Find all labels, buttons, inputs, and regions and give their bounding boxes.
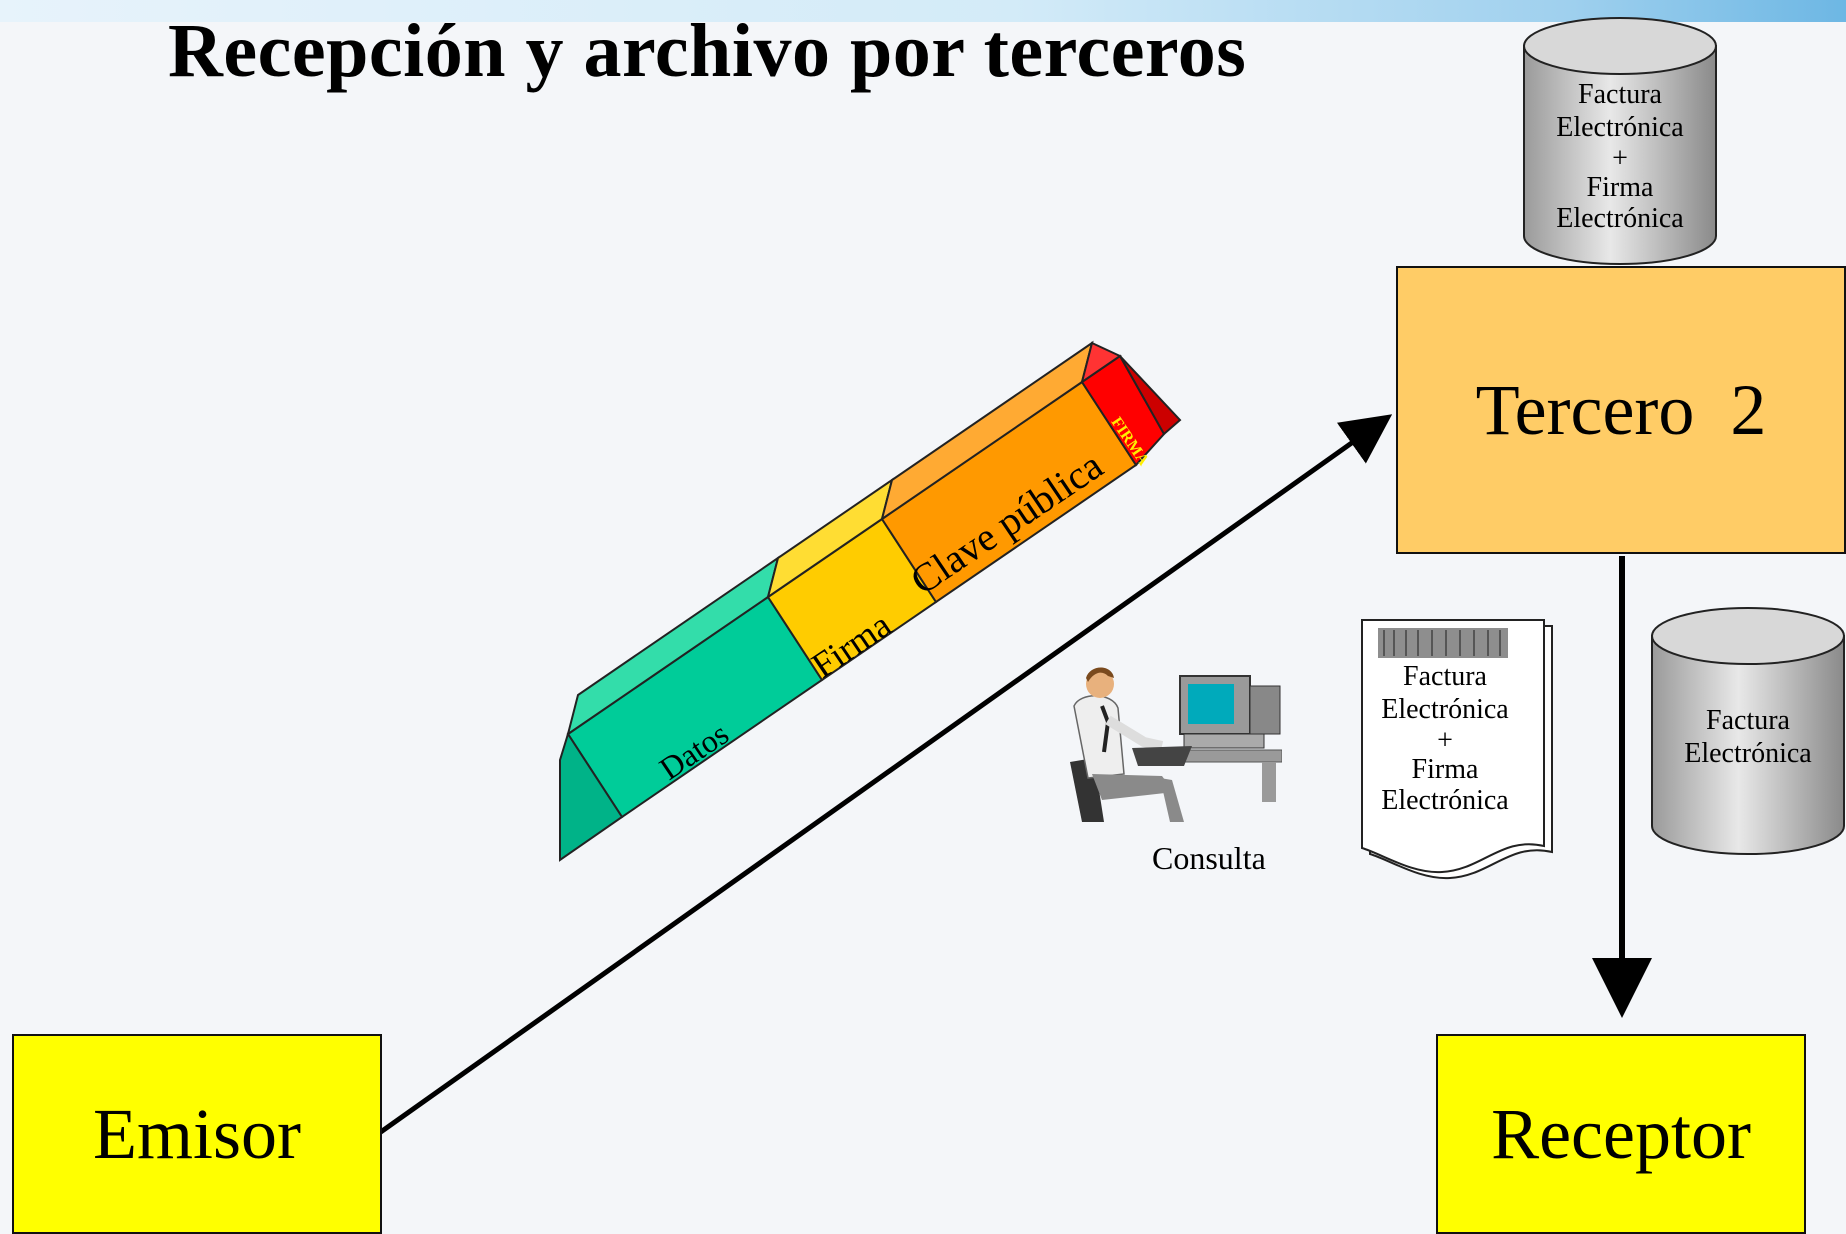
document-line3: + xyxy=(1437,725,1453,756)
document-line5: Electrónica xyxy=(1381,785,1509,816)
database-cylinder-icon: Factura Electrónica xyxy=(1648,600,1846,860)
document-line1: Factura xyxy=(1403,661,1487,692)
cylinder-top-line1: Factura xyxy=(1578,79,1662,110)
receptor-label: Receptor xyxy=(1491,1093,1751,1174)
cylinder-top-line2: Electrónica xyxy=(1556,112,1684,143)
cylinder-top-line3: + xyxy=(1612,143,1628,174)
emisor-label: Emisor xyxy=(93,1093,301,1174)
tercero-2-box[interactable]: Tercero 2 xyxy=(1396,266,1846,554)
cylinder-top-line4: Firma xyxy=(1586,172,1654,203)
emisor-box[interactable]: Emisor xyxy=(12,1034,382,1234)
datos-left-face xyxy=(559,731,624,862)
document-line2: Electrónica xyxy=(1381,694,1509,725)
receptor-box[interactable]: Receptor xyxy=(1436,1034,1806,1234)
tercero-2-label: Tercero 2 xyxy=(1475,369,1767,450)
sello-right-face xyxy=(1119,355,1182,436)
cylinder-right-line1: Factura xyxy=(1706,705,1790,736)
signed-invoice-cuboid: Datos Firma Clave pública FIRMA xyxy=(559,340,1182,862)
document-icon: Factura Electrónica + Firma Electrónica xyxy=(1360,616,1560,886)
arrow-emisor-to-tercero xyxy=(376,414,1393,1137)
cylinder-right-line2: Electrónica xyxy=(1684,738,1812,769)
top-band xyxy=(0,0,1846,22)
consulta-label: Consulta xyxy=(1152,840,1266,876)
document-line4: Firma xyxy=(1411,754,1479,785)
slide-title: Recepción y archivo por terceros xyxy=(168,9,1247,93)
cylinder-top-line5: Electrónica xyxy=(1556,203,1684,234)
database-cylinder-icon: Factura Electrónica + Firma Electrónica xyxy=(1520,10,1720,270)
sello-top-face xyxy=(1080,341,1123,385)
person-at-computer-icon xyxy=(1062,662,1283,832)
